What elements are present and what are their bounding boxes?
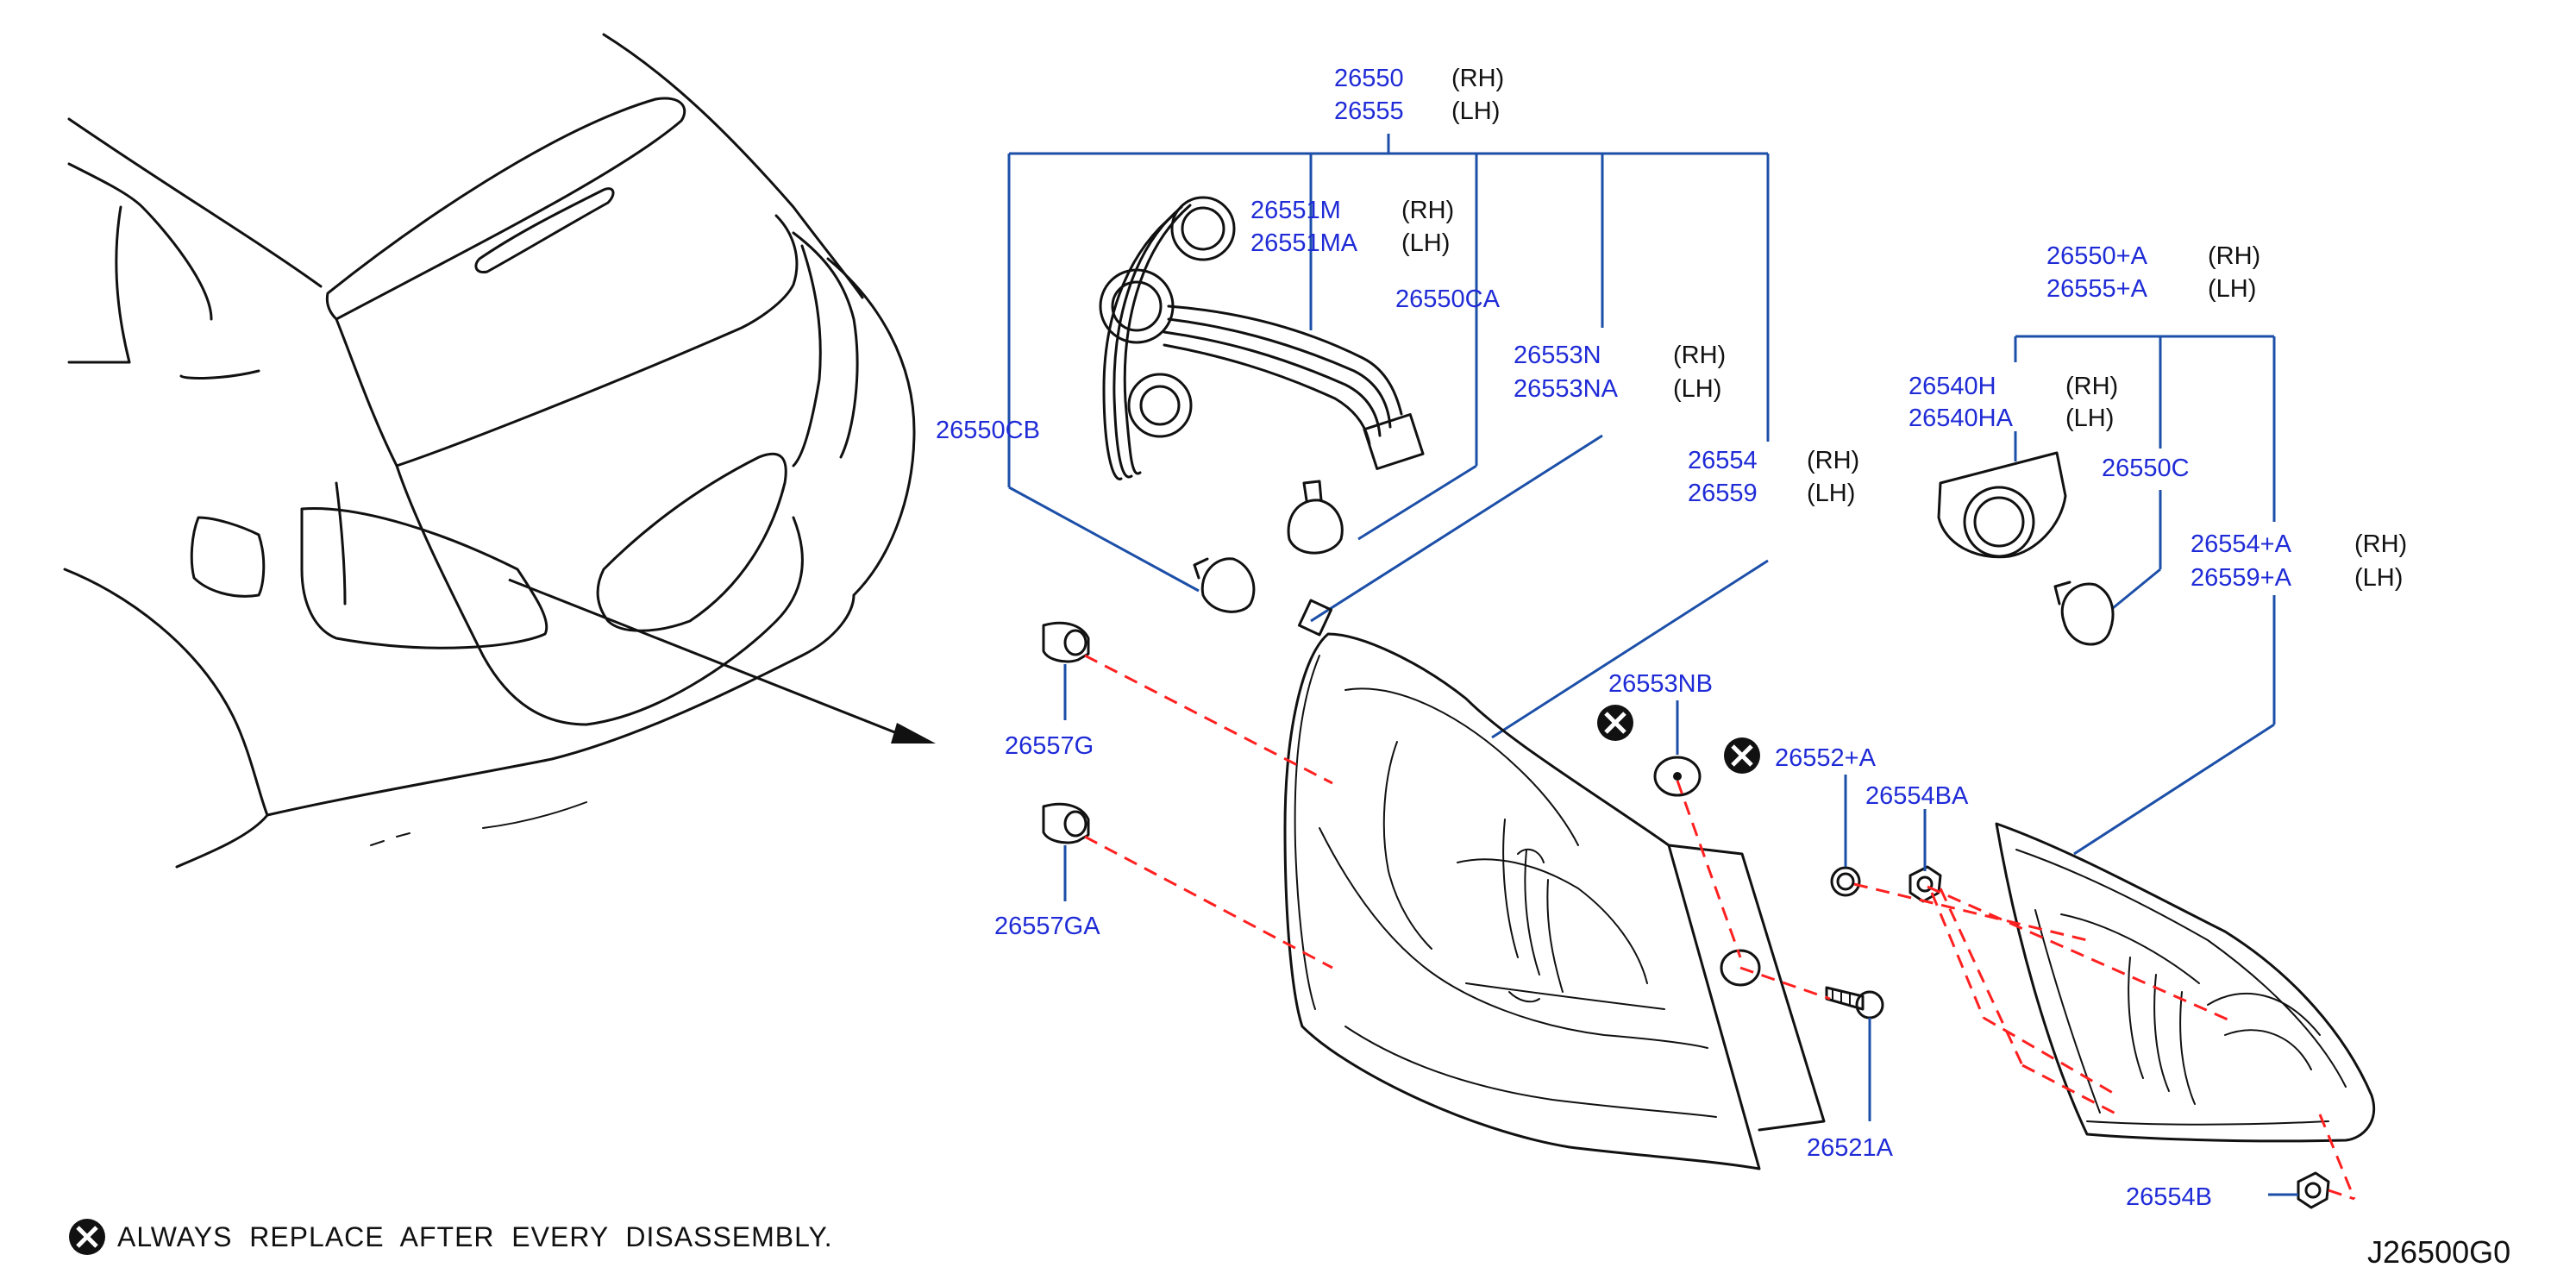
replace-note: ALWAYS REPLACE AFTER EVERY DISASSEMBLY. xyxy=(117,1221,833,1252)
part-number-label: 26559 xyxy=(1688,480,1758,507)
side-label: (LH) xyxy=(2065,405,2114,432)
part-number-label: 26551MA xyxy=(1250,229,1358,257)
part-number-label: 26553NA xyxy=(1514,375,1619,403)
part-number-label: 26550CA xyxy=(1395,285,1501,313)
part-number-label: 26557G xyxy=(1005,732,1094,760)
socket-26540h xyxy=(1937,451,2067,559)
clip-26557g xyxy=(1042,621,1090,663)
side-label: (LH) xyxy=(1451,97,1500,125)
nut-26554b xyxy=(2297,1171,2330,1209)
clip-26557ga xyxy=(1042,802,1090,844)
assembly-paths xyxy=(1084,654,2356,1201)
side-label: (RH) xyxy=(2354,530,2407,558)
x-circle-icon xyxy=(69,1219,105,1255)
inner-assembly-leaders xyxy=(2014,335,2276,856)
vehicle-rear-view xyxy=(63,33,936,869)
part-number-label: 26557GA xyxy=(994,913,1100,940)
grommet-26553nb xyxy=(1653,756,1761,987)
part-number-label: 26551M xyxy=(1250,197,1341,224)
side-label: (LH) xyxy=(2354,564,2403,592)
bulb-26550ca xyxy=(1287,480,1344,555)
tail-lamp-inner xyxy=(1995,822,2376,1143)
part-number-label: 26559+A xyxy=(2191,564,2292,592)
screw-26521a xyxy=(1825,986,1884,1020)
bulb-26550cb xyxy=(1193,557,1256,613)
part-number-label: 26540HA xyxy=(1908,405,2014,432)
side-label: (LH) xyxy=(2208,275,2256,303)
side-label: (LH) xyxy=(1401,229,1450,257)
part-number-label: 26554 xyxy=(1688,447,1758,474)
nut-26554ba xyxy=(1908,865,1942,903)
part-number-label: 26550+A xyxy=(2046,242,2148,270)
bulb-26550c xyxy=(2053,580,2115,646)
small-part-leaders xyxy=(1063,664,2298,1196)
part-number-label: 26550CB xyxy=(936,417,1040,444)
side-label: (RH) xyxy=(1673,342,1726,369)
x-circle-icon xyxy=(1597,705,1633,741)
part-labels: 26550 (RH) 26555 (LH) 26551M (RH) 26551M… xyxy=(936,65,2407,1211)
socket-26553n xyxy=(1297,599,1333,637)
diagram-reference: J26500G0 xyxy=(2367,1234,2510,1270)
side-label: (RH) xyxy=(1451,65,1504,92)
part-number-label: 26540H xyxy=(1908,373,1996,400)
side-label: (RH) xyxy=(2208,242,2260,270)
side-label: (RH) xyxy=(1807,447,1859,474)
part-number-label: 26550 xyxy=(1334,65,1404,92)
part-number-label: 26554BA xyxy=(1865,782,1969,810)
part-number-label: 26554+A xyxy=(2191,530,2292,558)
side-label: (LH) xyxy=(1807,480,1855,507)
part-number-label: 26553N xyxy=(1514,342,1601,369)
side-label: (LH) xyxy=(1673,375,1721,403)
wiring-harness xyxy=(1099,196,1425,480)
seal-26552a xyxy=(1830,866,1861,897)
side-label: (RH) xyxy=(2065,373,2118,400)
part-number-label: 26555+A xyxy=(2046,275,2148,303)
side-label: (RH) xyxy=(1401,197,1454,224)
part-number-label: 26554B xyxy=(2126,1183,2212,1211)
part-number-label: 26555 xyxy=(1334,97,1404,125)
part-number-label: 26521A xyxy=(1807,1134,1894,1162)
x-circle-icon xyxy=(1724,737,1760,774)
tail-lamp-outer xyxy=(1283,632,1826,1170)
part-number-label: 26553NB xyxy=(1608,670,1713,698)
part-number-label: 26552+A xyxy=(1775,744,1877,772)
part-number-label: 26550C xyxy=(2102,455,2190,482)
main-assembly-leaders xyxy=(1007,134,1770,739)
